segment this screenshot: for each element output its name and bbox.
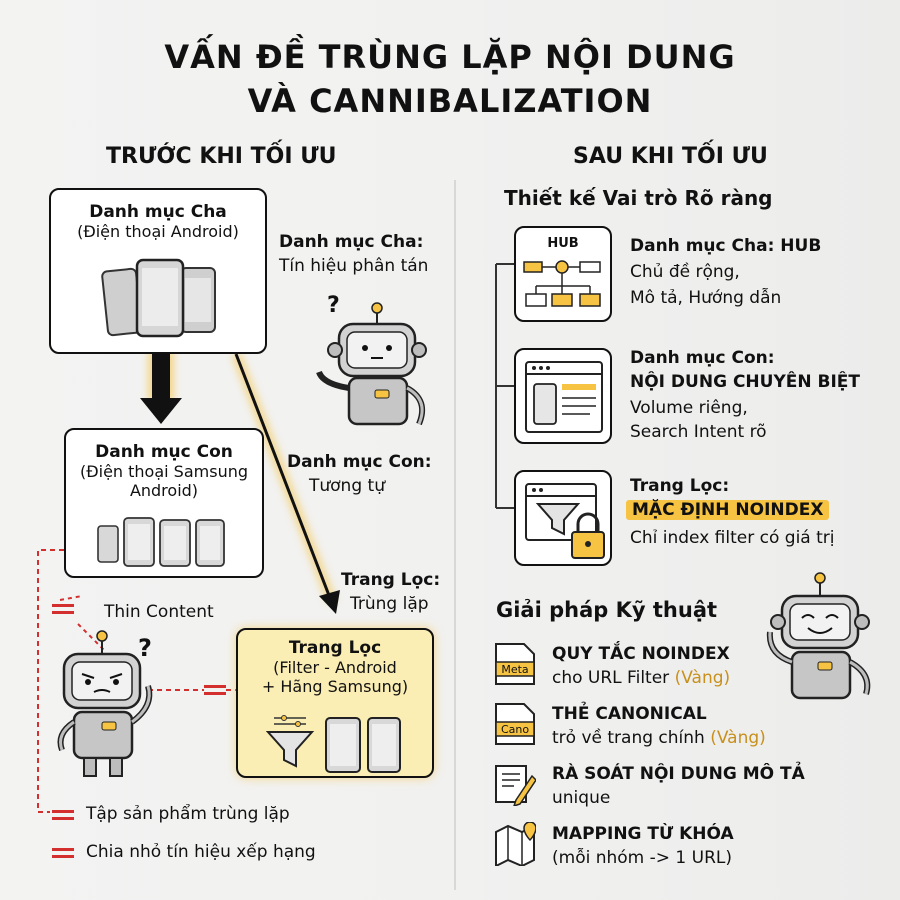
right-subheading: Thiết kế Vai trò Rõ ràng [504,186,773,210]
robot-icon: ? [57,630,153,777]
solution-2-tag: (Vàng) [710,728,766,748]
annot-parent-desc: Tín hiệu phân tán [279,256,429,276]
parent-box-subtitle: (Điện thoại Android) [77,222,239,241]
browser-icon [525,361,603,433]
down-arrow-head [140,398,182,424]
thin-content-label: Thin Content [104,602,214,622]
role-1-title: Danh mục Cha: HUB [630,236,822,256]
role-1-line-1: Chủ đề rộng, [630,262,740,282]
child-box-subtitle-2: Android) [129,481,199,500]
filter-box-line-1: (Filter - Android [273,658,397,677]
annot-child-title: Danh mục Con: [287,452,432,472]
title-line-2: VÀ CANNIBALIZATION [247,82,653,120]
title-line-1: VẤN ĐỀ TRÙNG LẶP NỘI DUNG [164,38,736,76]
role-2-title: Danh mục Con: [630,348,775,368]
child-category-box: Danh mục Con (Điện thoại Samsung Android… [64,428,264,578]
column-divider [454,180,456,890]
annot-parent-title: Danh mục Cha: [279,232,424,252]
solution-1-tag: (Vàng) [674,668,731,688]
solution-2-title: THẺ CANONICAL [552,704,707,724]
equals-icon [52,604,74,614]
phone-group-icon [101,258,216,338]
robot-icon: ? [316,293,427,426]
cano-icon-label: Cano [500,723,530,736]
funnel-phones-icon [265,715,401,773]
equals-icon [52,810,74,820]
meta-doc-icon [495,643,535,685]
equals-icon [52,848,74,858]
down-arrow-shaft [152,352,170,400]
solution-4-title: MAPPING TỪ KHÓA [552,824,734,844]
problem-item-1: Tập sản phẩm trùng lặp [86,804,290,824]
browser-icon-box [514,348,612,444]
question-mark-1: ? [327,293,340,318]
filter-box-title: Trang Lọc [288,638,382,658]
annot-child-desc: Tương tự [309,476,385,496]
diagonal-arrow-head [319,590,340,614]
role-3-line-1: Chỉ index filter có giá trị [630,528,835,548]
role-3-title: Trang Lọc: [630,476,730,496]
role-2-title-2: NỘI DUNG CHUYÊN BIỆT [630,372,861,392]
role-2-line-1: Volume riêng, [630,398,748,418]
child-box-title: Danh mục Con [95,442,233,462]
filter-page-box: Trang Lọc (Filter - Android + Hãng Samsu… [236,628,434,778]
hub-icon-label: HUB [547,236,579,251]
solution-3-title: RÀ SOÁT NỘI DUNG MÔ TẢ [552,764,805,784]
annot-filter-title: Trang Lọc: [341,570,441,590]
solutions-heading: Giải pháp Kỹ thuật [496,598,718,622]
funnel-lock-icon [525,483,605,559]
role-2-line-2: Search Intent rõ [630,422,767,442]
robot-icon [766,572,871,700]
parent-box-title: Danh mục Cha [89,202,227,222]
problem-item-2: Chia nhỏ tín hiệu xếp hạng [86,842,316,862]
solution-1-title: QUY TẮC NOINDEX [552,644,730,664]
parent-category-box: Danh mục Cha (Điện thoại Android) [49,188,267,354]
phone-row-icon [97,517,225,567]
role-1-line-2: Mô tả, Hướng dẫn [630,288,782,308]
hub-icon-box: HUB [514,226,612,322]
cano-doc-icon [495,703,535,745]
filter-box-line-2: + Hãng Samsung) [261,677,409,696]
question-mark-2: ? [138,634,152,662]
meta-icon-label: Meta [501,663,529,676]
noindex-badge: MẶC ĐỊNH NOINDEX [626,500,830,520]
solution-1-desc: cho URL Filter [552,668,670,688]
map-icon [495,822,536,866]
left-heading: TRƯỚC KHI TỐI ƯU [106,144,337,169]
equals-icon [204,685,226,695]
edit-icon [495,765,536,806]
solution-2-desc: trỏ về trang chính [552,728,705,748]
hub-diagram-icon [523,260,601,307]
solution-3-desc: unique [552,788,611,808]
annot-filter-desc: Trùng lặp [350,594,429,614]
child-box-subtitle-1: (Điện thoại Samsung [79,462,248,481]
role-3-highlight: MẶC ĐỊNH NOINDEX [626,500,830,520]
filter-lock-icon-box [514,470,612,566]
right-heading: SAU KHI TỐI ƯU [573,144,768,169]
solution-4-desc: (mỗi nhóm -> 1 URL) [552,848,732,868]
